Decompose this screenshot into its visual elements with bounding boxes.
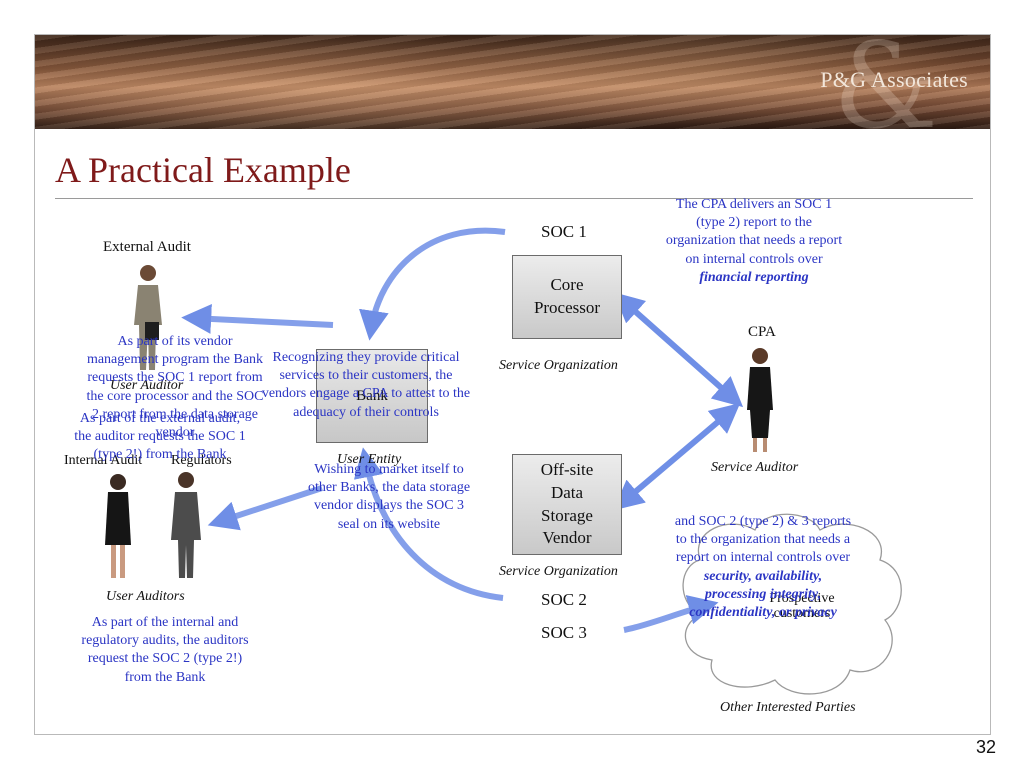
storage-vendor-line2: Data xyxy=(550,482,584,502)
annotation-cpa-delivers-emphasis: financial reporting xyxy=(699,269,809,285)
storage-vendor-line1: Off-site xyxy=(540,459,594,479)
service-auditor-label: Service Auditor xyxy=(711,460,799,475)
page-title: A Practical Example xyxy=(55,150,351,190)
arrow-soc2-to-bank xyxy=(353,447,504,601)
arrow-cpa-storage-vendor xyxy=(613,403,741,511)
bank-label: Bank xyxy=(356,387,388,404)
annotation-soc23-delivers-text: and SOC 2 (type 2) & 3 reports to the or… xyxy=(674,514,852,566)
service-org-label-2: Service Organization xyxy=(499,564,618,579)
annotation-external-audit-request: As part of the external audit, the audit… xyxy=(74,411,246,463)
bank-box: Bank xyxy=(316,349,428,443)
header-banner: & P&G Associates xyxy=(35,35,990,145)
arrow-soc1-to-bank xyxy=(359,227,506,341)
annotation-cpa-delivers-text: The CPA delivers an SOC 1 (type 2) repor… xyxy=(665,197,843,267)
person-cpa-icon xyxy=(747,348,773,452)
storage-vendor-line3: Storage xyxy=(541,505,593,525)
user-auditor-label: User Auditor xyxy=(110,378,184,393)
other-parties-label: Other Interested Parties xyxy=(720,700,856,715)
title-divider xyxy=(55,198,973,199)
annotation-soc23-emphasis: security, availability, processing integ… xyxy=(689,568,837,620)
annotation-wishing: Wishing to market itself to other Banks,… xyxy=(307,462,471,532)
logo-ampersand-mark: & xyxy=(832,34,938,155)
annotation-internal-regulatory: As part of the internal and regulatory a… xyxy=(81,615,249,685)
service-org-label-1: Service Organization xyxy=(499,358,618,373)
annotation-cpa-delivers: The CPA delivers an SOC 1 (type 2) repor… xyxy=(664,196,844,287)
arrow-cpa-core-processor xyxy=(613,292,744,408)
person-external-auditor-icon xyxy=(134,265,162,370)
external-audit-label: External Audit xyxy=(103,239,191,255)
annotation-soc23-delivers: and SOC 2 (type 2) & 3 reports to the or… xyxy=(672,513,854,622)
person-internal-auditor-icon xyxy=(105,474,131,578)
storage-vendor-box: Off-site Data Storage Vendor xyxy=(512,454,622,555)
arrow-soc3-to-cloud xyxy=(623,595,719,633)
logo-text: P&G Associates xyxy=(820,67,968,92)
soc1-label: SOC 1 xyxy=(541,222,587,241)
arrow-bank-to-external-audit xyxy=(181,303,334,334)
user-auditors-label: User Auditors xyxy=(106,589,185,604)
person-regulator-icon xyxy=(171,472,201,578)
core-processor-box: Core Processor xyxy=(512,255,622,339)
user-entity-label: User Entity xyxy=(337,452,402,467)
slide-number: 32 xyxy=(975,737,996,757)
cpa-label: CPA xyxy=(748,324,776,340)
arrow-bank-to-user-auditors xyxy=(207,485,323,531)
prospective-customers-label: Prospective customers xyxy=(769,591,835,622)
internal-audit-label: Internal Audit xyxy=(64,453,143,468)
banner-texture xyxy=(35,35,990,129)
storage-vendor-line4: Vendor xyxy=(542,528,592,548)
soc2-label: SOC 2 xyxy=(541,590,587,609)
annotation-recognizing: Recognizing they provide critical servic… xyxy=(261,350,471,420)
annotation-vendor-mgmt: As part of its vendor management program… xyxy=(86,334,264,440)
soc3-label: SOC 3 xyxy=(541,623,587,642)
core-processor-line2: Processor xyxy=(533,298,601,317)
slide: & P&G Associates A Practical Example xyxy=(34,34,991,735)
core-processor-line1: Core xyxy=(550,275,584,295)
regulators-label: Regulators xyxy=(171,453,232,468)
cloud-icon xyxy=(682,513,902,695)
